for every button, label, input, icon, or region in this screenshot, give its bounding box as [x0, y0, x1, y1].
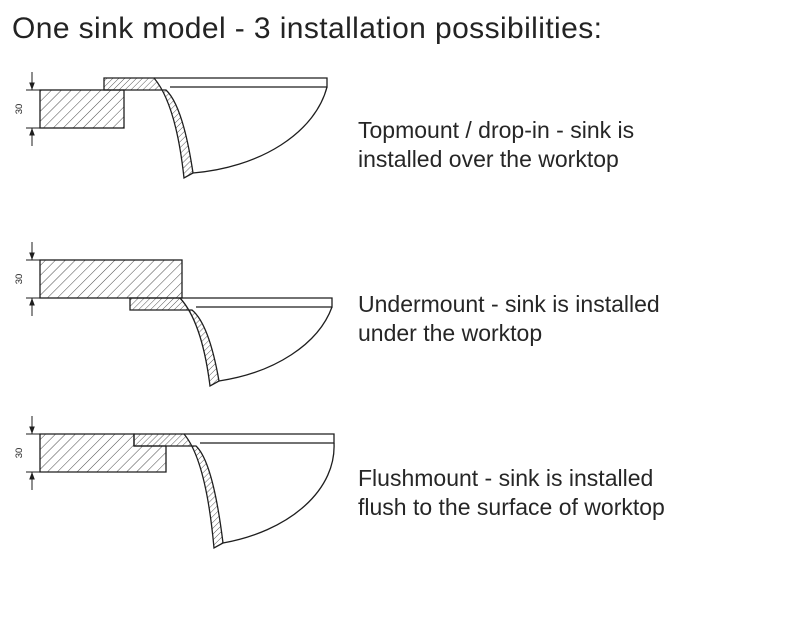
- page-title: One sink model - 3 installation possibil…: [12, 12, 603, 45]
- topmount-description: Topmount / drop-in - sink is installed o…: [358, 116, 635, 172]
- flushmount-diagram: 30: [14, 416, 335, 550]
- bowl-arc: [222, 442, 335, 544]
- undermount-description: Undermount - sink is installed under the…: [358, 290, 660, 346]
- dimension-lines: [26, 242, 42, 316]
- dimension-label: 30: [14, 104, 25, 115]
- sink-wall-section: [129, 297, 220, 388]
- bowl-arc: [218, 306, 333, 382]
- sink-wall-section: [103, 77, 194, 180]
- dimension: [26, 242, 42, 316]
- sink-rim-outline: [154, 77, 328, 88]
- dimension-arrow-bottom: [29, 298, 35, 306]
- dimension: [26, 72, 42, 146]
- installation-row-flushmount: 30 Flushmount - sink is installed flush …: [12, 408, 792, 578]
- dimension-arrow-top: [29, 426, 35, 434]
- topmount-diagram: 30: [14, 72, 328, 180]
- dimension-lines: [26, 72, 42, 146]
- flushmount-description: Flushmount - sink is installed flush to …: [358, 464, 665, 520]
- dimension-label: 30: [14, 274, 25, 285]
- dimension-arrow-top: [29, 82, 35, 90]
- undermount-diagram: 30: [14, 242, 333, 388]
- sink-rim-outline: [184, 433, 335, 444]
- bowl-arc: [192, 86, 328, 174]
- sink-rim-outline: [180, 297, 333, 308]
- dimension-arrow-top: [29, 252, 35, 260]
- dimension-arrow-bottom: [29, 128, 35, 136]
- worktop-section: [39, 259, 183, 299]
- worktop-section: [39, 89, 125, 129]
- dimension-label: 30: [14, 448, 25, 459]
- installation-row-undermount: 30 Undermount - sink is installed under …: [12, 234, 792, 404]
- installation-row-topmount: 30 Topmount / drop-in - sink is installe…: [12, 60, 792, 230]
- dimension-lines: [26, 416, 42, 490]
- dimension-arrow-bottom: [29, 472, 35, 480]
- dimension: [26, 416, 42, 490]
